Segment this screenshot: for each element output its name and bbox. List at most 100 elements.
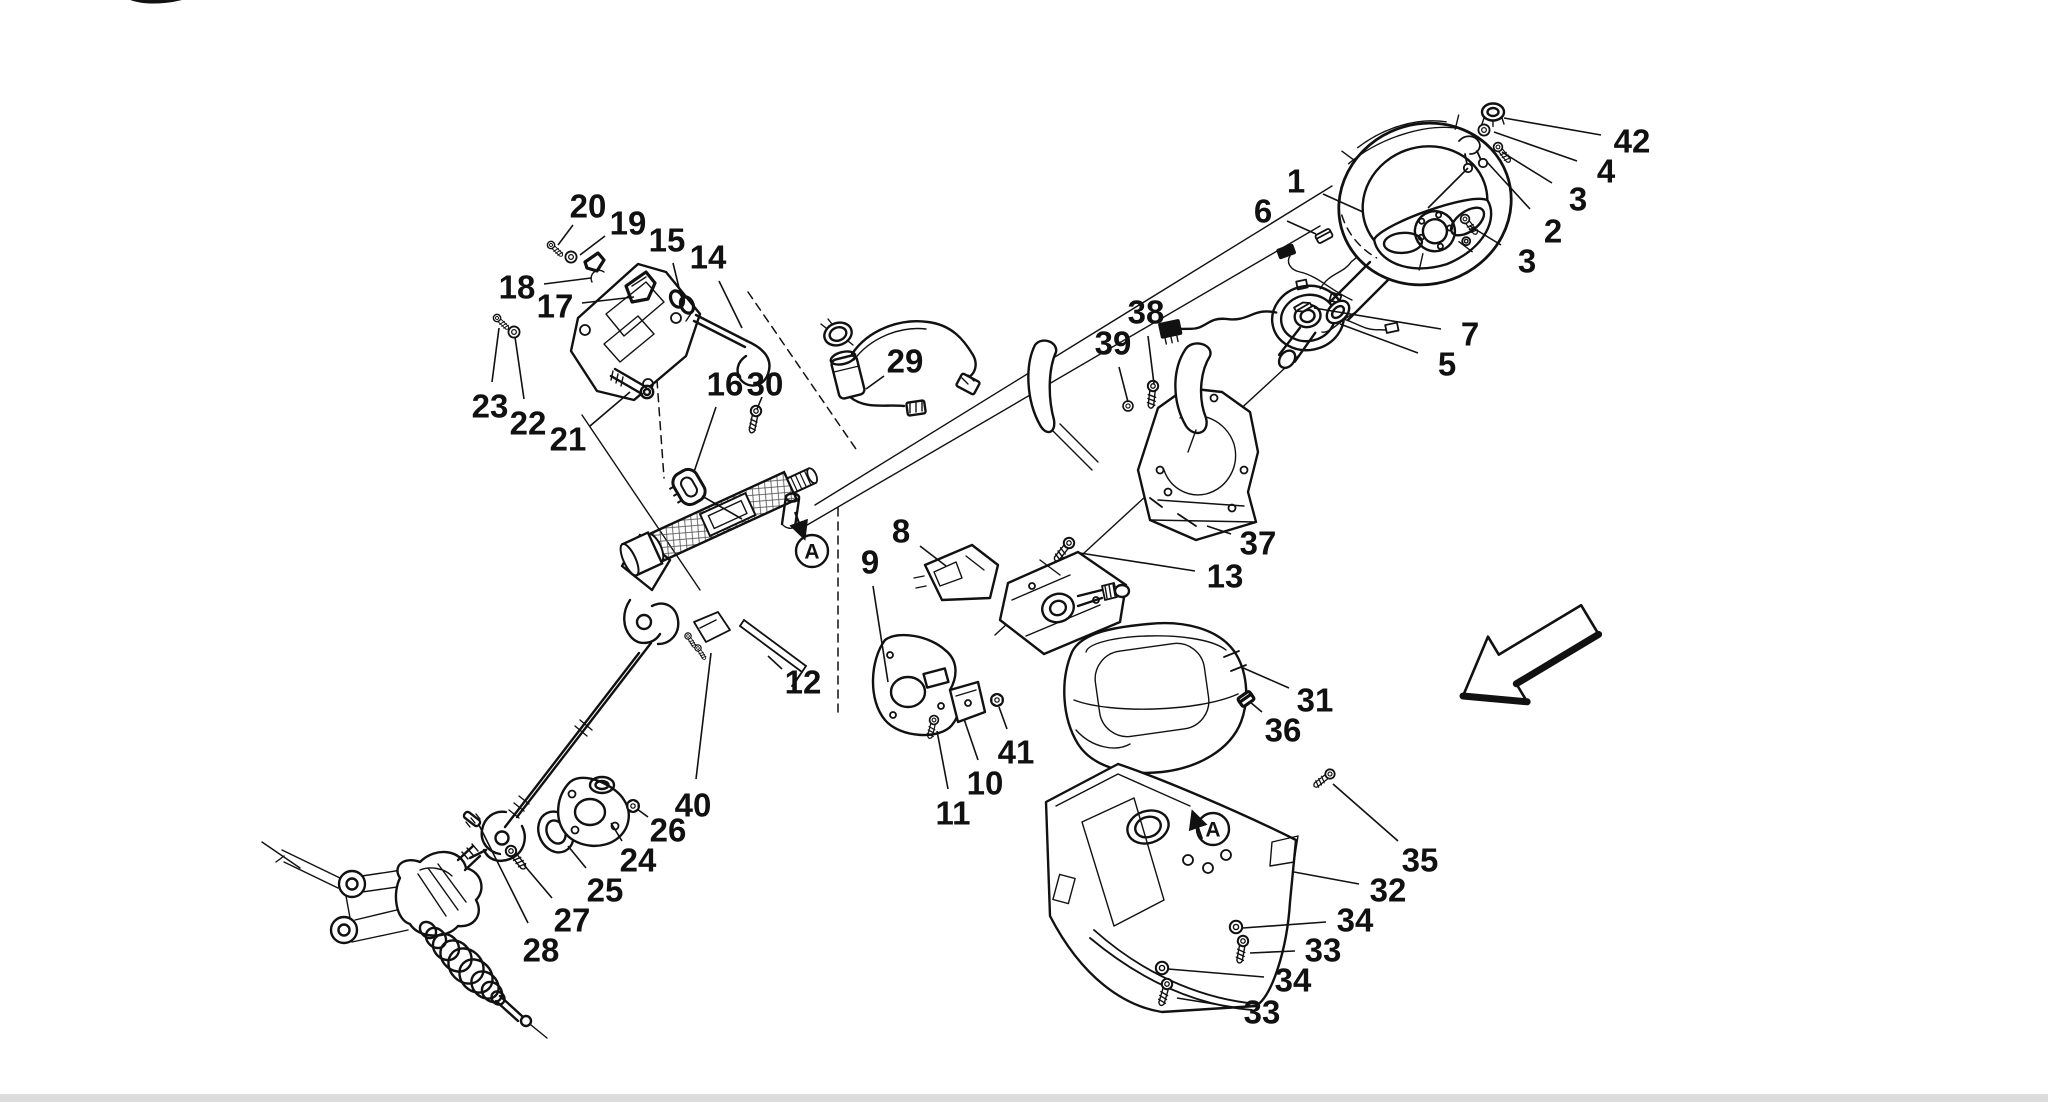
part-label-26: 26: [650, 812, 687, 849]
upper-column-tube: [619, 403, 819, 577]
part-label-9: 9: [861, 544, 879, 581]
screw-38: [1144, 379, 1160, 410]
leader-line-part-20: [557, 224, 574, 246]
nut-26: [625, 798, 641, 814]
column-upper-shroud: [1063, 621, 1256, 774]
shift-paddle-right: [1174, 342, 1212, 453]
part-label-18: 18: [499, 269, 536, 306]
mount-plate-9: [871, 633, 961, 737]
leader-line-part-3-b: [1469, 225, 1502, 246]
leader-line-part-38: [1147, 335, 1155, 385]
part-label-14: 14: [690, 239, 727, 276]
clip-36: [1236, 690, 1256, 708]
part-label-40: 40: [675, 787, 712, 824]
leader-line-part-15: [672, 262, 682, 297]
leader-line-part-5: [1339, 323, 1419, 354]
universal-joint-lower: [480, 810, 508, 856]
part-label-39: 39: [1095, 325, 1132, 362]
part-label-19: 19: [610, 205, 647, 242]
part-label-4: 4: [1597, 153, 1616, 190]
key-plate-10: [948, 680, 987, 724]
part-label-8: 8: [892, 513, 910, 550]
leader-line-part-13: [1079, 552, 1196, 572]
part-label-33-b: 33: [1244, 994, 1281, 1031]
part-label-37: 37: [1240, 525, 1277, 562]
leader-line-part-29: [865, 375, 885, 390]
leader-line-part-6: [1286, 220, 1317, 235]
clip-7: [1293, 301, 1313, 313]
leader-line-part-22: [514, 336, 525, 400]
part-label-25: 25: [587, 872, 624, 909]
clock-spring-connector: [1158, 319, 1183, 345]
leader-line-part-23: [491, 327, 500, 383]
leader-line-part-17: [581, 296, 635, 304]
part-labels: 1233456789101112131415161718192021222324…: [472, 123, 1651, 1031]
leader-line-part-2: [1486, 161, 1531, 210]
screw-23: [491, 312, 512, 333]
grommet-16: [668, 467, 707, 507]
aux-leader-line-1: [1427, 167, 1469, 209]
leader-line-part-7: [1313, 307, 1442, 330]
wiring-harness-29: [820, 318, 981, 417]
screw-30: [745, 403, 764, 435]
leader-line-part-24: [610, 822, 623, 842]
leader-line-part-26: [636, 808, 649, 818]
leader-line-part-36: [1249, 701, 1263, 713]
leader-line-part-25: [567, 845, 587, 869]
washer-22: [507, 325, 521, 339]
leader-line-part-10: [963, 718, 979, 761]
part-label-3-b: 3: [1518, 243, 1536, 280]
leader-lines: [478, 117, 1602, 1008]
part-label-34: 34: [1337, 902, 1374, 939]
leader-line-part-37: [1206, 525, 1232, 535]
column-lower-parts: [462, 611, 807, 873]
nut-41: [989, 692, 1005, 708]
page-bottom-edge: [0, 1094, 2048, 1102]
part-label-20: 20: [570, 188, 607, 225]
washer-34b: [1154, 960, 1170, 976]
aux-leader-line-0: [701, 495, 743, 520]
marker-label-A-1: A: [1205, 819, 1220, 842]
corner-emblem: [122, 0, 206, 4]
part-label-29: 29: [887, 343, 924, 380]
leader-line-part-21: [589, 391, 631, 427]
leader-line-part-9: [872, 585, 889, 683]
part-label-38: 38: [1128, 294, 1165, 331]
part-label-2: 2: [1544, 213, 1562, 250]
part-label-33: 33: [1305, 932, 1342, 969]
leader-line-part-18: [543, 277, 592, 285]
assembly-markers: AA: [789, 511, 1231, 847]
screw-35: [1310, 766, 1338, 792]
part-label-24: 24: [620, 842, 657, 879]
flange-24: [557, 775, 630, 847]
washer-19: [564, 250, 578, 264]
shift-paddle-left: [1027, 339, 1099, 471]
leader-line-part-33-b: [1176, 997, 1234, 1008]
leader-line-part-39: [1118, 366, 1129, 403]
strip-12: [739, 619, 807, 687]
leader-line-part-3: [1501, 151, 1553, 184]
part-label-36: 36: [1265, 712, 1302, 749]
leader-line-part-14: [718, 280, 743, 329]
part-label-13: 13: [1207, 558, 1244, 595]
washer-34: [1228, 919, 1244, 935]
part-label-6: 6: [1254, 193, 1272, 230]
leader-line-part-12: [767, 655, 783, 670]
leader-line-part-1: [1322, 193, 1364, 213]
leader-line-part-27: [523, 864, 553, 899]
part-label-30: 30: [747, 366, 784, 403]
ignition-switch-8: [913, 543, 1000, 602]
steering-wheel-fasteners: [1293, 102, 1515, 313]
turn-signal-stalk: [1076, 582, 1131, 608]
roll-pin-28: [462, 810, 482, 828]
clip-6: [1314, 228, 1334, 244]
leader-line-part-30: [756, 396, 763, 410]
leader-line-part-19: [579, 235, 606, 256]
spring-clip-2: [1458, 135, 1489, 174]
part-label-12: 12: [785, 664, 822, 701]
leader-line-part-33: [1249, 950, 1296, 954]
harness-connector-a: [955, 372, 981, 396]
part-label-3: 3: [1569, 181, 1587, 218]
auxiliary-lines: [701, 167, 1469, 520]
